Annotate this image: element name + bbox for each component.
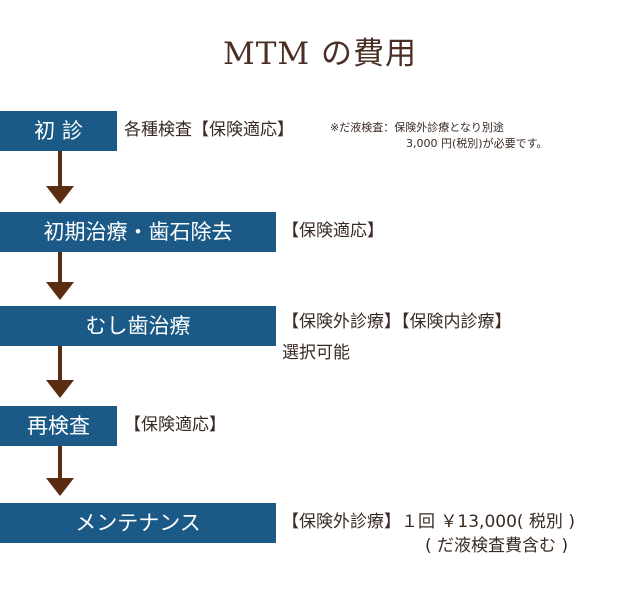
step-initial-treatment: 初期治療・歯石除去 xyxy=(0,212,276,252)
step-maintenance-note-line1: 【保険外診療】１回 ￥13,000( 税別 ) xyxy=(282,512,575,532)
step-re-examination: 再検査 xyxy=(0,406,117,446)
step-maintenance: メンテナンス xyxy=(0,503,276,543)
flow-arrow-2 xyxy=(46,252,74,302)
step-initial-visit-note: 各種検査【保険適応】 xyxy=(124,120,294,140)
step-cavity-treatment: むし歯治療 xyxy=(0,306,276,346)
step-initial-treatment-note: 【保険適応】 xyxy=(282,221,384,241)
flow-arrow-3 xyxy=(46,346,74,400)
page-title: MTM の費用 xyxy=(222,36,417,72)
step-maintenance-note-line2: ( だ液検査費含む ) xyxy=(425,536,569,556)
step-re-examination-note: 【保険適応】 xyxy=(124,415,226,435)
step-cavity-treatment-note-line1: 【保険外診療】【保険内診療】 xyxy=(282,312,512,332)
flow-arrow-1 xyxy=(46,151,74,206)
saliva-test-note-line2: 3,000 円(税別)が必要です。 xyxy=(406,137,548,150)
flow-arrow-4 xyxy=(46,446,74,498)
step-cavity-treatment-note-line2: 選択可能 xyxy=(282,343,350,363)
step-initial-visit: 初 診 xyxy=(0,111,117,151)
saliva-test-note-line1: ※だ液検査：保険外診療となり別途 xyxy=(330,121,504,134)
